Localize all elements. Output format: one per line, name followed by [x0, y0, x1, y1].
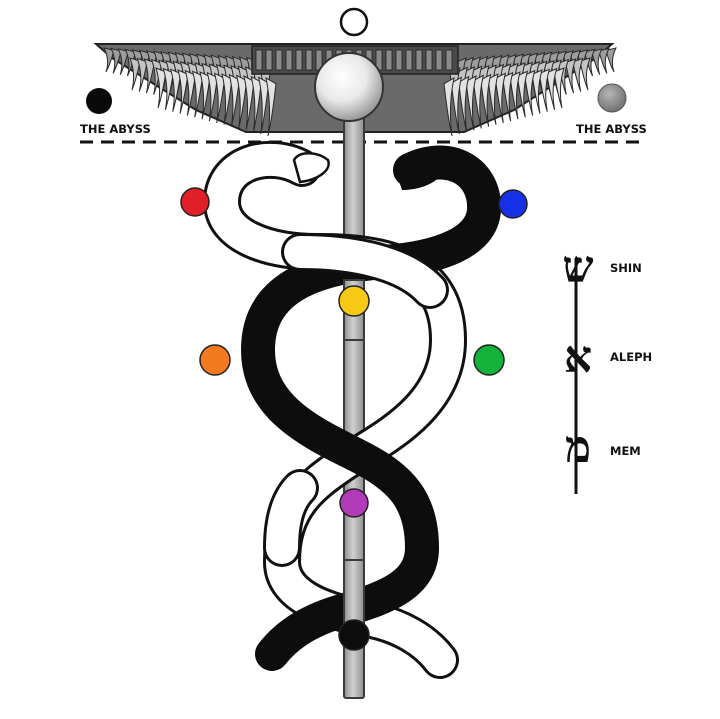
feather [191, 70, 204, 118]
panel-bar [265, 49, 273, 71]
feather [572, 57, 584, 92]
feather [531, 69, 543, 114]
aleph-label: ALEPH [610, 350, 652, 364]
panel-bar [285, 49, 293, 71]
panel-bar [435, 49, 443, 71]
feather [199, 71, 211, 120]
feather [472, 74, 485, 129]
panel-bar [305, 49, 313, 71]
feather [509, 71, 521, 120]
yellow-orb [338, 285, 370, 317]
abyss-right-label: THE ABYSS [576, 122, 647, 136]
feather [184, 69, 196, 116]
feather [591, 48, 603, 75]
abyss-left-orb [86, 88, 112, 114]
feather [162, 67, 174, 111]
crown-circle-icon [339, 7, 369, 37]
feather [598, 47, 610, 74]
abyss-left-label: THE ABYSS [80, 122, 151, 136]
panel-bar [385, 49, 393, 71]
feather [129, 57, 141, 91]
feather [143, 58, 156, 94]
panel-bar [395, 49, 403, 71]
feather [265, 77, 277, 137]
feather [494, 72, 507, 124]
feather [546, 67, 558, 111]
panel-bar [415, 49, 423, 71]
panel-bar [275, 49, 283, 71]
black-orb [338, 619, 370, 651]
feather [480, 73, 492, 127]
feather [553, 67, 565, 109]
feather [124, 48, 137, 77]
feather [169, 68, 182, 112]
mem-glyph-icon: מ [565, 422, 591, 473]
abyss-right-orb [597, 83, 627, 113]
shin-glyph-icon: ש [562, 242, 593, 293]
feather [243, 75, 255, 131]
central-orb-icon [314, 52, 384, 122]
feather [257, 76, 270, 135]
feather [110, 47, 122, 74]
feather [516, 70, 529, 118]
feather [155, 67, 167, 109]
panel-bar [255, 49, 263, 71]
panel-bar [425, 49, 433, 71]
feather [117, 48, 129, 75]
feather [458, 75, 470, 133]
feather [579, 57, 591, 91]
panel-bar [295, 49, 303, 71]
feather [524, 69, 536, 116]
feather [213, 72, 226, 124]
feather [564, 58, 577, 94]
mem-label: MEM [610, 444, 641, 458]
mother-letters: ש SHIN א ALEPH מ MEM [562, 242, 652, 494]
feather [136, 57, 148, 92]
green-orb [473, 344, 505, 376]
feather [465, 75, 477, 131]
feather [103, 47, 115, 73]
aleph-glyph-icon: א [564, 332, 592, 383]
feather [235, 74, 248, 129]
feather [250, 75, 262, 133]
feather [228, 73, 240, 127]
black-serpent [240, 145, 501, 671]
panel-bar [445, 49, 453, 71]
purple-orb [339, 488, 369, 518]
feather [450, 76, 463, 135]
red-orb [180, 187, 210, 217]
winged-disk-icon [93, 43, 617, 137]
wing-feathers [103, 47, 617, 137]
feather [177, 69, 189, 114]
feather [221, 73, 233, 125]
feather [487, 73, 499, 125]
feather [443, 77, 455, 137]
orange-orb [199, 344, 231, 376]
feather [502, 71, 514, 122]
blue-orb [498, 189, 528, 219]
feather [538, 68, 551, 112]
twin-serpents-icon [202, 140, 501, 679]
feather [605, 47, 617, 73]
panel-bar [405, 49, 413, 71]
feather [206, 71, 218, 122]
shin-label: SHIN [610, 261, 642, 275]
feather [583, 48, 596, 77]
